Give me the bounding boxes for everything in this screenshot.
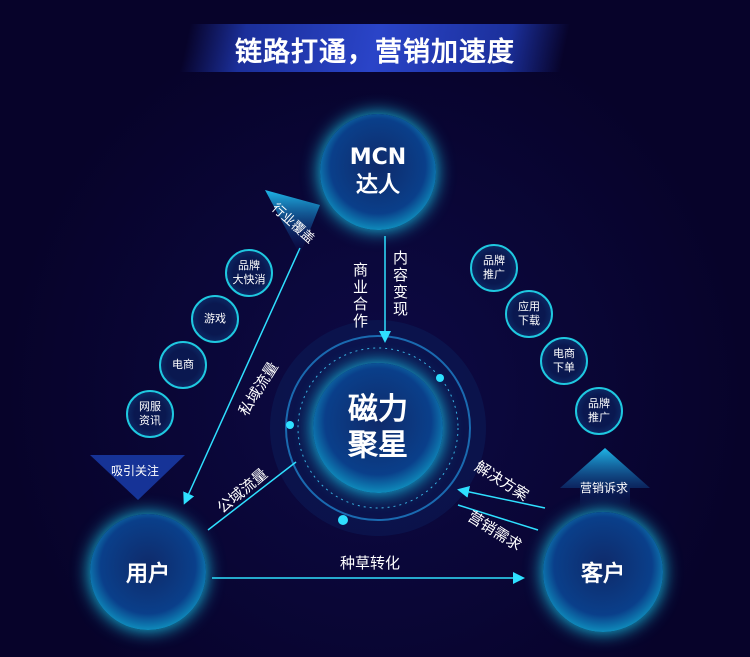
left-item: 网服资讯 [126,390,174,438]
center-sublabel: 聚星 [348,428,408,463]
appeal-label: 营销诉求 [580,481,629,495]
left-item: 品牌大快消 [225,249,273,297]
right-item: 品牌推广 [470,244,518,292]
node-user: 用户 [90,514,206,630]
center-ring [285,335,471,521]
attract-label: 吸引关注 [111,464,160,478]
right-item: 品牌推广 [575,387,623,435]
industry-arrow [265,190,320,255]
user-label: 用户 [125,562,170,587]
node-center: 磁力聚星 [313,363,443,493]
left-item: 游戏 [191,295,239,343]
attract-arrow [90,455,185,500]
grass-label: 种草转化 [340,554,401,572]
node-customer: 客户 [543,512,663,632]
right-item: 电商下单 [540,337,588,385]
mcn-sublabel: 达人 [355,173,400,198]
left-item: 电商 [159,341,207,389]
content-label: 内容变现 [391,250,409,318]
mcn-label: MCN [349,145,407,170]
business-label: 商业合作 [351,262,369,330]
page-title: 链路打通，营销加速度 [235,37,515,68]
node-mcn: MCN 达人 [320,114,436,230]
appeal-arrow [560,448,650,510]
customer-label: 客户 [580,562,625,587]
center-label: 磁力 [348,392,408,427]
right-item: 应用下载 [505,290,553,338]
